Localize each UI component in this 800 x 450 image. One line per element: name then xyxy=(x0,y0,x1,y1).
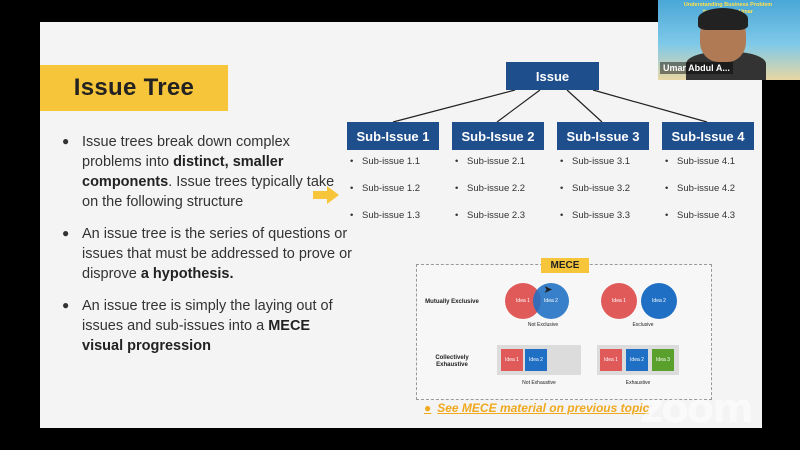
root-issue-box: Issue xyxy=(506,62,599,90)
sub-issue-list: •Sub-issue 2.1 •Sub-issue 2.2 •Sub-issue… xyxy=(455,156,555,237)
list-item: •Sub-issue 1.2 xyxy=(350,183,421,194)
idea-2-circle: Idea 2 xyxy=(533,283,569,319)
mutually-exclusive-label: Mutually Exclusive xyxy=(425,299,479,305)
bullet-text: An issue tree is simply the laying out o… xyxy=(82,298,333,354)
sub-issue-list: •Sub-issue 1.1 •Sub-issue 1.2 •Sub-issue… xyxy=(350,156,450,237)
sub-issue-box: Sub-Issue 2 xyxy=(452,122,544,150)
idea-2-box: Idea 2 xyxy=(626,349,648,371)
issue-tree-diagram: Issue Sub-Issue 1 Sub-Issue 2 Sub-Issue … xyxy=(345,60,760,240)
bullet-dot-icon: ● xyxy=(424,401,432,415)
zoom-watermark: zoom xyxy=(640,386,754,432)
exclusive-caption: Exclusive xyxy=(632,322,654,328)
bullet-item: ● An issue tree is the series of questio… xyxy=(62,224,352,284)
list-item: •Sub-issue 4.1 xyxy=(665,156,736,167)
idea-1-box: Idea 1 xyxy=(501,349,523,371)
sub-issue-list: •Sub-issue 3.1 •Sub-issue 3.2 •Sub-issue… xyxy=(560,156,660,237)
list-item: •Sub-issue 2.2 xyxy=(455,183,526,194)
bullet-text: Issue trees break down complex problems … xyxy=(82,134,335,210)
slide-title: Issue Tree xyxy=(73,74,195,101)
participant-video-tile[interactable]: Understanding Business Problem bersama K… xyxy=(658,0,800,80)
not-exclusive-caption: Not Exclusive xyxy=(527,322,559,328)
list-item: •Sub-issue 3.3 xyxy=(560,210,631,221)
bullet-list: ● Issue trees break down complex problem… xyxy=(62,132,352,368)
bullet-dot-icon: ● xyxy=(62,134,70,148)
sub-issue-box: Sub-Issue 4 xyxy=(662,122,754,150)
participant-name: Umar Abdul A... xyxy=(660,62,733,74)
sub-issue-box: Sub-Issue 1 xyxy=(347,122,439,150)
list-item: •Sub-issue 3.2 xyxy=(560,183,631,194)
idea-1-box: Idea 1 xyxy=(600,349,622,371)
see-mece-link[interactable]: ●See MECE material on previous topic xyxy=(424,401,650,415)
list-item: •Sub-issue 1.3 xyxy=(350,210,421,221)
sub-issue-box: Sub-Issue 3 xyxy=(557,122,649,150)
list-item: •Sub-issue 4.2 xyxy=(665,183,736,194)
bullet-item: ● An issue tree is simply the laying out… xyxy=(62,296,352,356)
presentation-slide: Issue Tree ● Issue trees break down comp… xyxy=(40,22,762,428)
idea-2-circle: Idea 2 xyxy=(641,283,677,319)
sub-issue-list: •Sub-issue 4.1 •Sub-issue 4.2 •Sub-issue… xyxy=(665,156,762,237)
idea-1-circle: Idea 1 xyxy=(601,283,637,319)
bullet-dot-icon: ● xyxy=(62,226,70,240)
bullet-dot-icon: ● xyxy=(62,298,70,312)
collectively-exhaustive-label: Collectively Exhaustive xyxy=(435,355,469,368)
idea-3-box: Idea 3 xyxy=(652,349,674,371)
slide-title-bar: Issue Tree xyxy=(40,65,228,111)
idea-2-box: Idea 2 xyxy=(525,349,547,371)
exhaustive-caption: Exhaustive xyxy=(625,380,651,386)
list-item: •Sub-issue 2.3 xyxy=(455,210,526,221)
tree-connector-lines xyxy=(392,89,708,123)
not-exhaustive-caption: Not Exhaustive xyxy=(522,380,556,386)
list-item: •Sub-issue 2.1 xyxy=(455,156,526,167)
bullet-item: ● Issue trees break down complex problem… xyxy=(62,132,352,212)
list-item: •Sub-issue 3.1 xyxy=(560,156,631,167)
participant-hair xyxy=(698,8,748,30)
mece-diagram: MECE Mutually Exclusive Collectively Exh… xyxy=(416,258,712,400)
mece-tag: MECE xyxy=(541,258,589,273)
bullet-text: An issue tree is the series of questions… xyxy=(82,226,353,282)
cursor-icon: ➤ xyxy=(543,284,553,296)
list-item: •Sub-issue 1.1 xyxy=(350,156,421,167)
right-arrow-icon xyxy=(313,186,339,204)
list-item: •Sub-issue 4.3 xyxy=(665,210,736,221)
